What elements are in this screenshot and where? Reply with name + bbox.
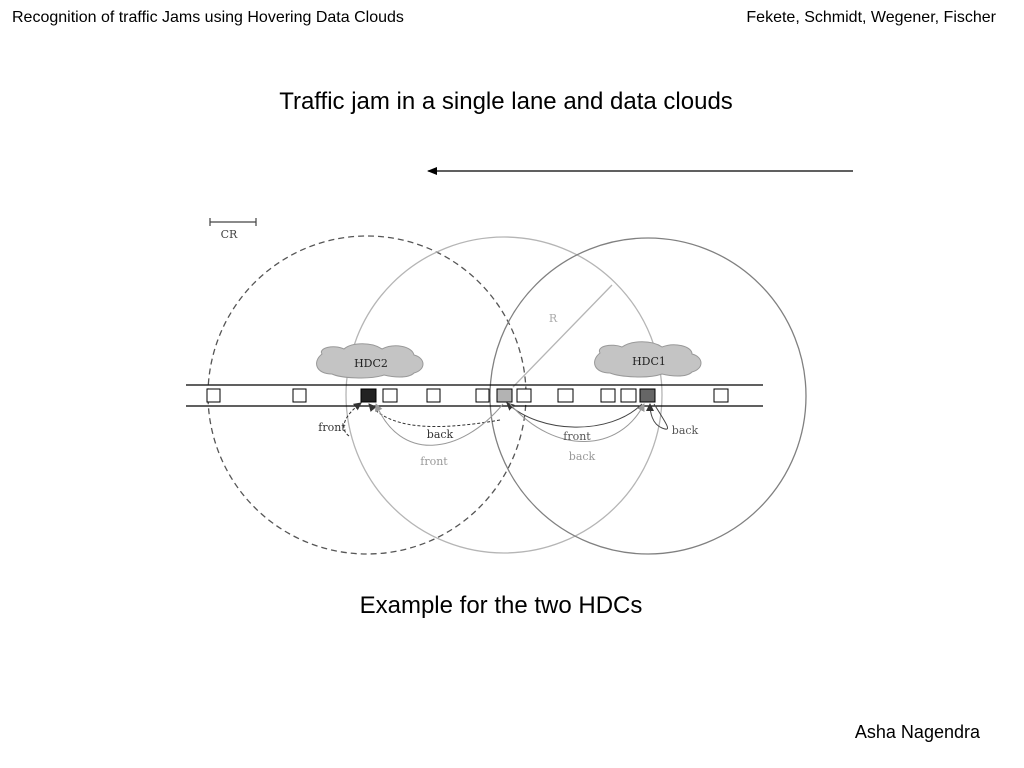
label-hdc1-front: front (563, 430, 591, 443)
radius-label: R (549, 312, 558, 325)
car-icon (292, 388, 307, 403)
label-hdc2-front-far: front (420, 455, 448, 468)
hdc2-leader-car-icon (360, 388, 377, 403)
hdc2-cloud-label: HDC2 (354, 357, 388, 370)
hdc1-cloud (594, 341, 702, 378)
arrow-hdc2-front-near (343, 402, 362, 437)
car-icon (382, 388, 398, 403)
car-icon (206, 388, 221, 403)
cr-label: CR (221, 228, 238, 241)
label-hdc1-back-far: back (569, 450, 596, 463)
arrow-hdc1-back-far (509, 403, 645, 442)
car-icon (426, 388, 441, 403)
label-hdc2-back: back (427, 428, 454, 441)
hdc1-range-circle (489, 237, 807, 555)
arrow-hdc2-front-far (374, 403, 504, 446)
car-icon (600, 388, 616, 403)
hdc1-car-icon (639, 388, 656, 403)
arrow-hdc1-back-near (646, 403, 669, 430)
car-icon (713, 388, 729, 403)
hdc1-cloud-label: HDC1 (632, 355, 666, 368)
presenter-name: Asha Nagendra (854, 722, 980, 742)
car-icon (620, 388, 637, 403)
arrow-hdc2-back (368, 403, 501, 428)
hdc2-cloud (316, 343, 424, 379)
car-icon (516, 388, 532, 403)
hdc2-range-circle (345, 236, 663, 554)
header-presentation-title: Recognition of traffic Jams using Hoveri… (12, 9, 404, 26)
arrow-hdc1-front (506, 402, 643, 428)
car-icon (557, 388, 574, 403)
radius-line (512, 284, 613, 388)
slide-title: Traffic jam in a single lane and data cl… (279, 88, 733, 115)
hdc2-tail-car-icon (496, 388, 513, 403)
header-authors: Fekete, Schmidt, Wegener, Fischer (746, 9, 996, 26)
car-icon (475, 388, 490, 403)
label-hdc1-back-near: back (672, 424, 699, 437)
road-lane (186, 384, 763, 407)
label-hdc2-front-near: front (318, 421, 346, 434)
diagram-caption: Example for the two HDCs (359, 592, 643, 619)
cr-scale (209, 218, 257, 226)
